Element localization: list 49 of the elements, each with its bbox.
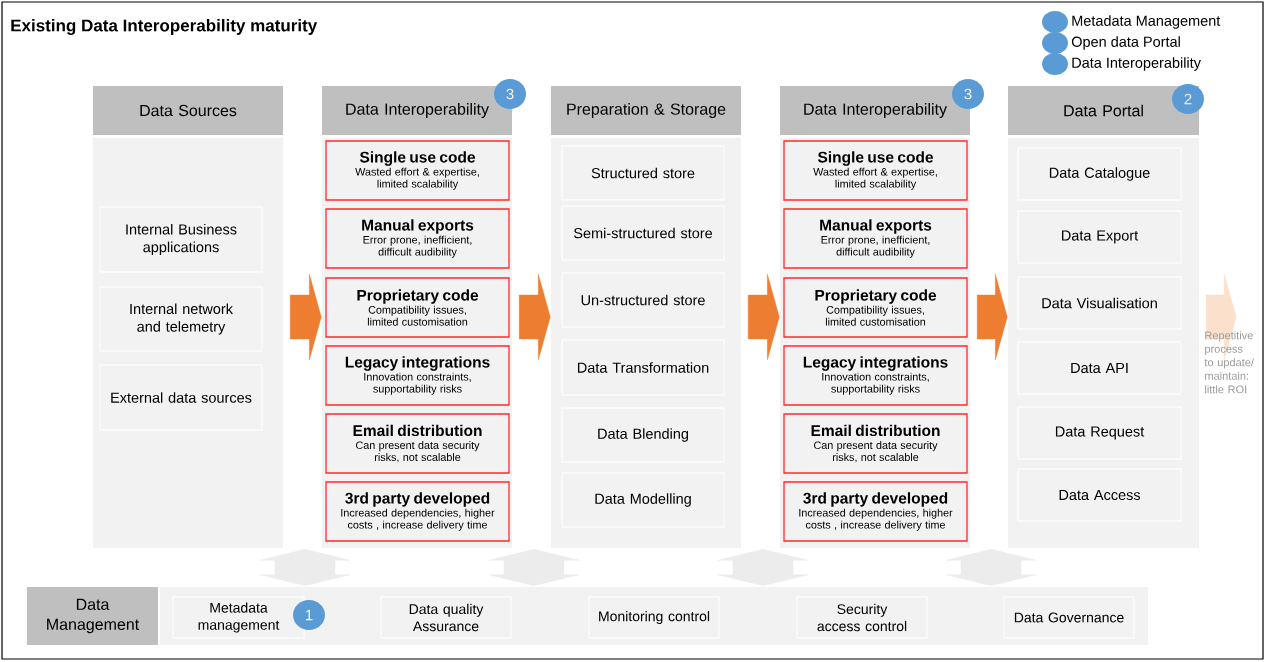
block-arrow [1206,273,1237,361]
band-header: Data Management [27,587,158,645]
item-box: Data Access [1017,468,1182,522]
issue-box: Legacy integrations Innovation constraints, supportability risks [783,345,968,406]
block-arrow [748,273,780,361]
edge-label: Repetitive process to update/ maintain: little ROI [1204,331,1254,394]
item-box: Internal network and telemetry [99,286,263,352]
issue-box: Legacy integrations Innovation constraints, supportability risks [325,345,510,406]
column-header: Preparation & Storage [551,86,741,135]
column-header: Data Sources [93,86,283,135]
issue-box: 3rd party developed Increased dependencies, higher costs , increase delivery time [783,481,968,542]
number-badge: 3 [952,79,984,109]
item-box: Metadata management [172,596,305,639]
issue-box: Manual exports Error prone, inefficient, difficult audibility [325,208,510,269]
item-box: Data Catalogue [1017,147,1182,201]
issue-box: Email distribution Can present data security risks, not scalable [325,413,510,474]
item-box: Data Transformation [561,339,725,396]
item-box: Data Modelling [561,472,725,528]
item-box: Data Governance [1003,596,1135,639]
legend-label: Data Interoperability [1072,57,1201,71]
block-arrow [290,273,322,361]
number-badge: 3 [494,79,526,109]
item-box: Data API [1017,341,1182,395]
item-box: Data Blending [561,407,725,463]
number-badge: 1 [293,600,325,630]
block-arrow [519,273,551,361]
item-box: Data quality Assurance [380,596,512,639]
title: Existing Data Interoperability maturity [11,19,318,35]
item-box: Data Export [1017,210,1182,264]
legend-label: Open data Portal [1071,36,1180,50]
item-box: Monitoring control [588,596,720,639]
item-box: Security access control [796,596,928,639]
item-box: Semi-structured store [561,205,725,261]
issue-box: Proprietary code Compatibility issues, limited customisation [783,277,968,338]
legend-label: Metadata Management [1072,15,1221,29]
block-arrow [977,273,1008,361]
item-box: Un-structured store [561,272,725,328]
issue-box: Proprietary code Compatibility issues, limited customisation [325,277,510,338]
issue-box: Manual exports Error prone, inefficient, difficult audibility [783,208,968,269]
issue-box: Email distribution Can present data security risks, not scalable [783,413,968,474]
item-box: Internal Business applications [99,206,263,273]
issue-box: 3rd party developed Increased dependencies, higher costs , increase delivery time [325,481,510,542]
issue-box: Single use code Wasted effort & expertise, limited scalability [325,140,510,201]
issue-box: Single use code Wasted effort & expertise, limited scalability [783,140,968,201]
number-badge: 2 [1172,84,1204,114]
item-box: External data sources [99,364,263,431]
item-box: Structured store [561,145,725,201]
item-box: Data Visualisation [1017,276,1182,330]
item-box: Data Request [1017,406,1182,460]
